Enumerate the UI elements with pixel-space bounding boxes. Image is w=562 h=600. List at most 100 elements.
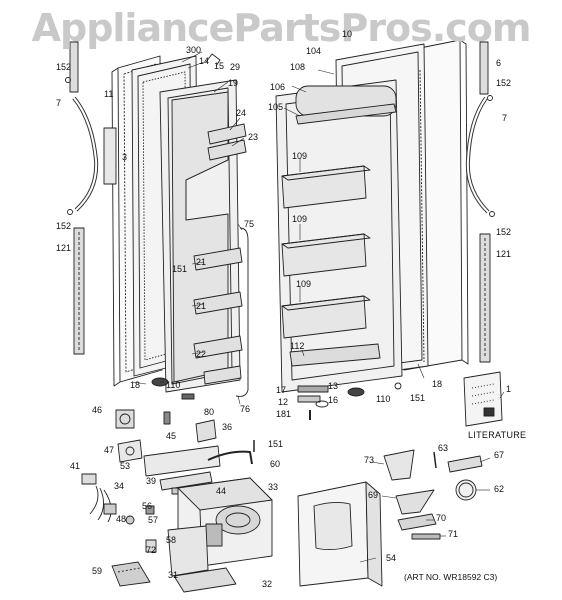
- screw-152-top-right: [487, 95, 493, 101]
- panel-53: [143, 445, 221, 477]
- handle-60: [207, 450, 253, 465]
- callout-label: 300: [186, 45, 202, 55]
- callout-label: 41: [70, 461, 81, 471]
- callout-label: 59: [92, 566, 103, 576]
- housing-47: [117, 439, 143, 463]
- callout-label: 60: [270, 459, 281, 469]
- callout-label: 80: [204, 407, 215, 417]
- clip-72: [145, 539, 157, 553]
- hinge-hardware: [297, 385, 329, 420]
- bracket-67: [447, 455, 483, 473]
- actuator-36: [195, 419, 217, 443]
- hinge-pin-29: [205, 53, 221, 67]
- callout-label: 121: [496, 249, 512, 259]
- callout-label: 45: [166, 431, 177, 441]
- nut-48: [125, 515, 135, 525]
- callout-label: 24: [236, 108, 247, 118]
- callout-label: 3: [122, 152, 128, 162]
- right-door-handle: [465, 96, 490, 214]
- callout-label: 104: [306, 46, 322, 56]
- callout-label: 10: [342, 29, 353, 39]
- callout-label: 29: [230, 62, 241, 72]
- callout-label: 23: [248, 132, 259, 142]
- callout-label: 6: [496, 58, 502, 68]
- freezer-shelves: [193, 123, 247, 385]
- callout-label: 151: [410, 393, 426, 403]
- lever-70: [397, 513, 437, 531]
- callout-label: 109: [296, 279, 312, 289]
- callout-label: 56: [142, 501, 153, 511]
- callout-label: 7: [502, 113, 508, 123]
- pin-63: [433, 451, 437, 469]
- callout-label: 46: [92, 405, 103, 415]
- callout-label: 7: [56, 98, 62, 108]
- callout-label: 76: [240, 404, 251, 414]
- bracket-39: [159, 471, 213, 491]
- callout-label: 13: [328, 381, 339, 391]
- callout-label: 109: [292, 151, 308, 161]
- callout-label: 34: [114, 481, 125, 491]
- leader-lines: [131, 51, 505, 563]
- door-bins-109: [281, 165, 371, 339]
- callout-label: 54: [386, 553, 397, 563]
- flapper-69: [395, 489, 435, 515]
- callout-label: 19: [228, 78, 239, 88]
- callout-label: 71: [448, 529, 459, 539]
- callout-label: 14: [199, 56, 210, 66]
- screw-152-bottom-right: [489, 211, 495, 217]
- callout-label: 58: [166, 535, 177, 545]
- dispenser-motor-assembly: [167, 477, 273, 593]
- callout-label: 152: [496, 227, 512, 237]
- screw-151-right: [394, 382, 402, 390]
- callout-label: 70: [436, 513, 447, 523]
- bar-112: [289, 343, 381, 367]
- callout-label: 31: [168, 570, 179, 580]
- callout-label: 63: [438, 443, 449, 453]
- screw-152-top-left: [65, 77, 71, 83]
- cam-110-right: [347, 387, 365, 397]
- handle-end-cap-top: [69, 41, 79, 93]
- literature-booklet: [463, 371, 503, 427]
- left-door-handle: [72, 96, 99, 212]
- handle-end-cap-top-right: [479, 41, 489, 95]
- callout-label: 105: [268, 102, 284, 112]
- callout-label: 57: [148, 515, 159, 525]
- dispenser-cover-54: [297, 481, 383, 587]
- hinge-bracket-11: [103, 127, 117, 185]
- door-trim-121-left: [73, 227, 85, 355]
- callout-label: 121: [56, 243, 72, 253]
- art-number: (ART NO. WR18592 C3): [404, 572, 498, 582]
- callout-label: 33: [268, 482, 279, 492]
- callout-label: 110: [376, 394, 391, 404]
- callout-label: 69: [368, 490, 379, 500]
- callout-label: 109: [292, 214, 308, 224]
- callout-label: 36: [222, 422, 233, 432]
- callout-label: 75: [244, 219, 255, 229]
- callout-label: 152: [56, 221, 72, 231]
- callout-label: 21: [196, 301, 207, 311]
- callout-label: 16: [328, 395, 339, 405]
- callout-label: 11: [104, 89, 114, 99]
- callout-label: 21: [196, 257, 207, 267]
- callout-label: 67: [494, 450, 505, 460]
- callout-label: 39: [146, 476, 157, 486]
- switch-45: [163, 411, 171, 425]
- callout-label: 62: [494, 484, 505, 494]
- callout-label: 112: [290, 341, 305, 351]
- callout-label: 73: [364, 455, 375, 465]
- callout-label: 1: [506, 384, 512, 394]
- callout-label: 44: [216, 486, 227, 496]
- callout-label: 181: [276, 409, 292, 419]
- callout-label: 47: [104, 445, 115, 455]
- callout-label: 32: [262, 579, 273, 589]
- drip-tray-59: [111, 561, 151, 587]
- clip-80: [181, 393, 195, 400]
- callout-label: 15: [214, 61, 225, 71]
- callout-label: 110: [166, 380, 181, 390]
- switch-46: [115, 409, 135, 429]
- nut-56: [145, 505, 155, 515]
- callout-label: 108: [290, 62, 306, 72]
- screw-152-bottom-left: [67, 209, 73, 215]
